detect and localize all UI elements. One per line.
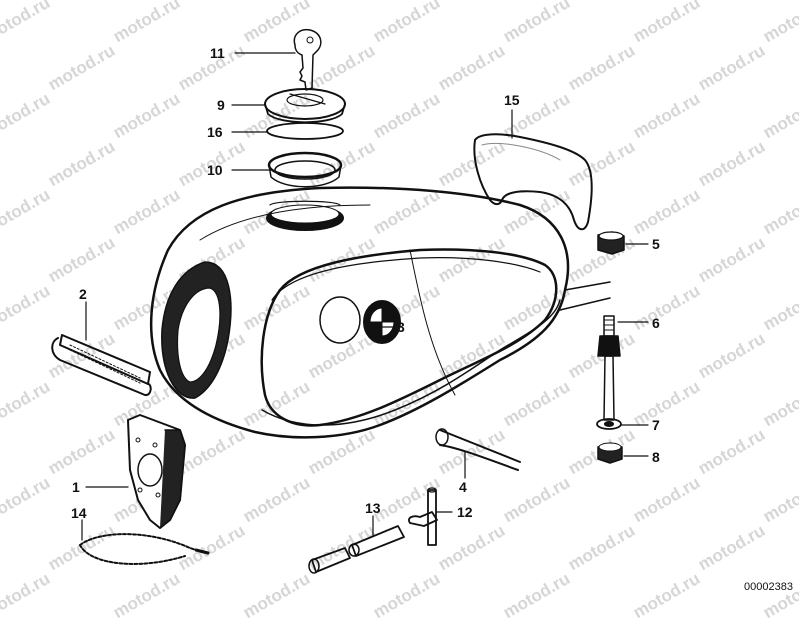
bracket-1 (127, 414, 186, 529)
cover-plate-15 (473, 133, 593, 231)
gasket-16 (266, 122, 344, 140)
callout-9: 9 (217, 97, 225, 113)
emblem-3 (319, 296, 401, 344)
filler-ring-10 (267, 151, 343, 188)
callout-3: 3 (397, 319, 405, 335)
callout-7: 7 (652, 417, 660, 433)
nut-5 (597, 231, 625, 255)
fuel-hose-4 (435, 428, 521, 471)
nut-8 (597, 442, 623, 464)
callout-5: 5 (652, 236, 660, 252)
callout-15: 15 (504, 92, 520, 108)
callout-2: 2 (79, 286, 87, 302)
leader-lines (81, 52, 649, 541)
callout-12: 12 (457, 504, 473, 520)
key-11 (293, 28, 322, 91)
callout-6: 6 (652, 315, 660, 331)
callout-8: 8 (652, 449, 660, 465)
callout-13: 13 (365, 500, 381, 516)
parts-diagram (51, 28, 649, 574)
bolt-6 (597, 315, 621, 421)
washer-7 (596, 418, 622, 430)
callout-4: 4 (459, 479, 467, 495)
callout-16: 16 (207, 124, 223, 140)
fuel-tank (149, 186, 611, 439)
callout-10: 10 (207, 162, 223, 178)
hose-13 (308, 525, 405, 574)
part-number: 00002383 (744, 581, 793, 593)
callout-11: 11 (210, 45, 225, 61)
fuel-cap-9 (264, 88, 346, 124)
callout-14: 14 (71, 505, 87, 521)
chain-14 (79, 533, 210, 565)
callout-1: 1 (72, 479, 80, 495)
t-connector-12 (408, 487, 438, 546)
rubber-pad-2 (51, 334, 152, 396)
